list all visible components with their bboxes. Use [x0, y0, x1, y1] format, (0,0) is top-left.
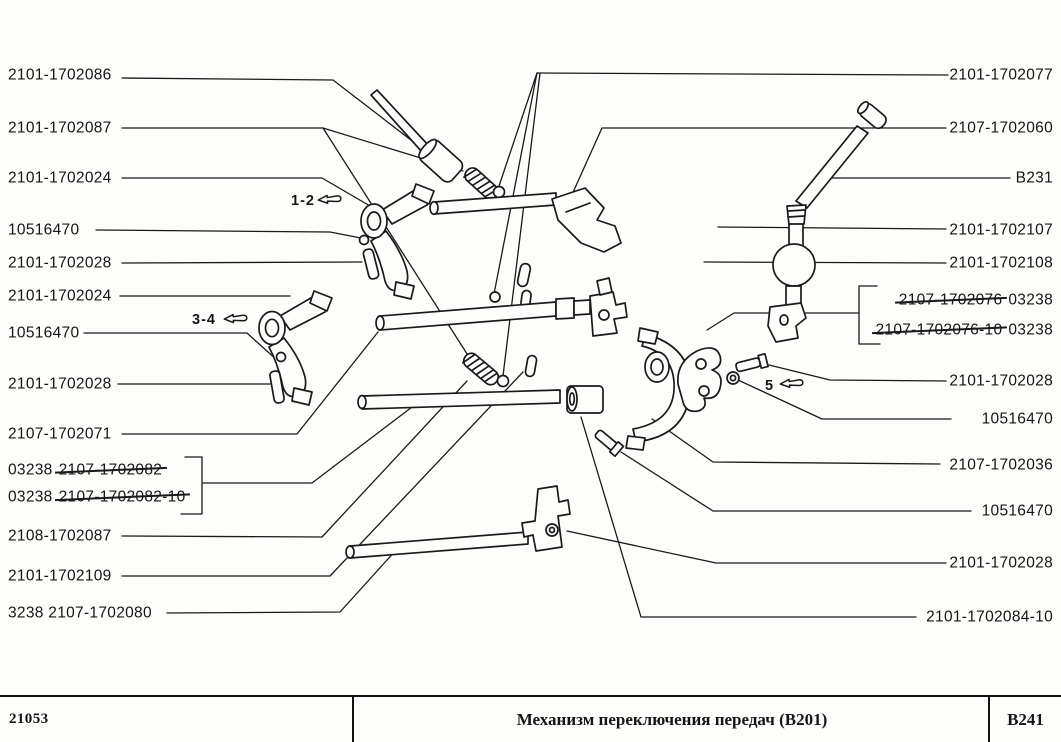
part-shift-rod-3 [357, 389, 561, 410]
part-label-superseded: 03238 2107-1702082 [8, 462, 162, 478]
part-label: 2107-1702071 [8, 425, 112, 443]
part-detent-spring-lower [461, 352, 500, 386]
part-label: B231 [1015, 169, 1053, 187]
part-label: 10516470 [8, 324, 80, 342]
part-label: 2101-1702084-10 [926, 608, 1053, 626]
part-interlock-plunger [516, 262, 532, 288]
part-selector-head [551, 187, 622, 253]
part-label-superseded: 03238 2107-1702082-10 [8, 489, 186, 505]
part-label: 2101-1702028 [8, 375, 112, 393]
part-lock-bolt [362, 248, 380, 280]
part-label: 2101-1702087 [8, 119, 112, 137]
part-label: 2107-1702036 [949, 456, 1053, 474]
part-label: 10516470 [981, 502, 1053, 520]
variant-bracket-right [858, 285, 881, 345]
part-shift-rod-2 [375, 277, 628, 337]
part-rod-bushing [566, 385, 604, 414]
part-label: 2101-1702108 [949, 254, 1053, 272]
part-code-suffix: 03238 [1008, 321, 1053, 339]
part-shift-fork-3-4 [258, 290, 333, 406]
part-detent-ball-lower [496, 374, 510, 388]
gate-annotation-5: 5 [765, 377, 775, 394]
part-shift-rod-reverse [345, 531, 529, 559]
part-lock-bolt [269, 370, 285, 404]
variant-bracket-left [180, 456, 203, 515]
part-code-struck: 2107-1702082 [58, 461, 163, 479]
pointer-arrow-icon [317, 194, 342, 205]
sheet-code: B241 [988, 697, 1061, 742]
part-bracket-bolt [735, 352, 769, 373]
part-bracket-washer [726, 371, 740, 385]
part-code-suffix: 03238 [1008, 291, 1053, 309]
part-detent-guide [370, 89, 464, 183]
part-label: 2101-1702024 [8, 287, 112, 305]
part-label: 2101-1702028 [949, 372, 1053, 390]
title-block: 21053 Механизм переключения передач (В20… [0, 695, 1061, 742]
drawing-title: Механизм переключения передач (В201) [352, 697, 990, 742]
part-label: 10516470 [8, 221, 80, 239]
gate-annotation-3-4: 3-4 [192, 311, 216, 328]
part-label-superseded: 2107-1702076 03238 [899, 292, 1053, 308]
part-shift-fork-1-2 [360, 183, 435, 300]
part-label: 2101-1702024 [8, 169, 112, 187]
part-label: 2101-1702028 [8, 254, 112, 272]
part-lock-washer [275, 351, 287, 363]
part-detent-ball-upper [492, 185, 506, 199]
part-gear-lever [767, 100, 887, 343]
part-code-prefix: 03238 [8, 461, 53, 479]
part-label: 3238 2107-1702080 [8, 604, 152, 622]
pointer-glyphs [223, 194, 804, 389]
part-label-superseded: 2107-1702076-10 03238 [876, 322, 1054, 338]
part-detent-spring-upper [463, 167, 500, 201]
part-code-struck: 2107-1702082-10 [58, 488, 186, 506]
pointer-arrow-icon [779, 378, 804, 389]
pointer-arrow-icon [223, 313, 248, 324]
part-label: 2101-1702086 [8, 66, 112, 84]
part-label: 2108-1702087 [8, 527, 112, 545]
part-code-prefix: 03238 [8, 488, 53, 506]
part-code-struck: 2107-1702076 [898, 291, 1003, 309]
gate-annotation-1-2: 1-2 [291, 192, 315, 209]
part-label: 2101-1702107 [949, 221, 1053, 239]
part-detent-ball-middle [489, 291, 501, 303]
part-plug [524, 354, 538, 378]
part-selector-bracket [677, 347, 722, 413]
part-reverse-bracket [521, 485, 571, 552]
part-reverse-fork [625, 327, 692, 451]
parts [258, 89, 887, 559]
part-code-struck: 2107-1702076-10 [875, 321, 1003, 339]
leader-lines [83, 72, 1011, 618]
part-label: 2107-1702060 [949, 119, 1053, 137]
model-number: 21053 [9, 711, 49, 727]
part-label: 10516470 [981, 410, 1053, 428]
part-label: 2101-1702109 [8, 567, 112, 585]
part-lock-washer [358, 234, 370, 246]
part-fork-bolt [594, 429, 625, 458]
part-label: 2101-1702028 [949, 554, 1053, 572]
part-label: 2101-1702077 [949, 66, 1053, 84]
